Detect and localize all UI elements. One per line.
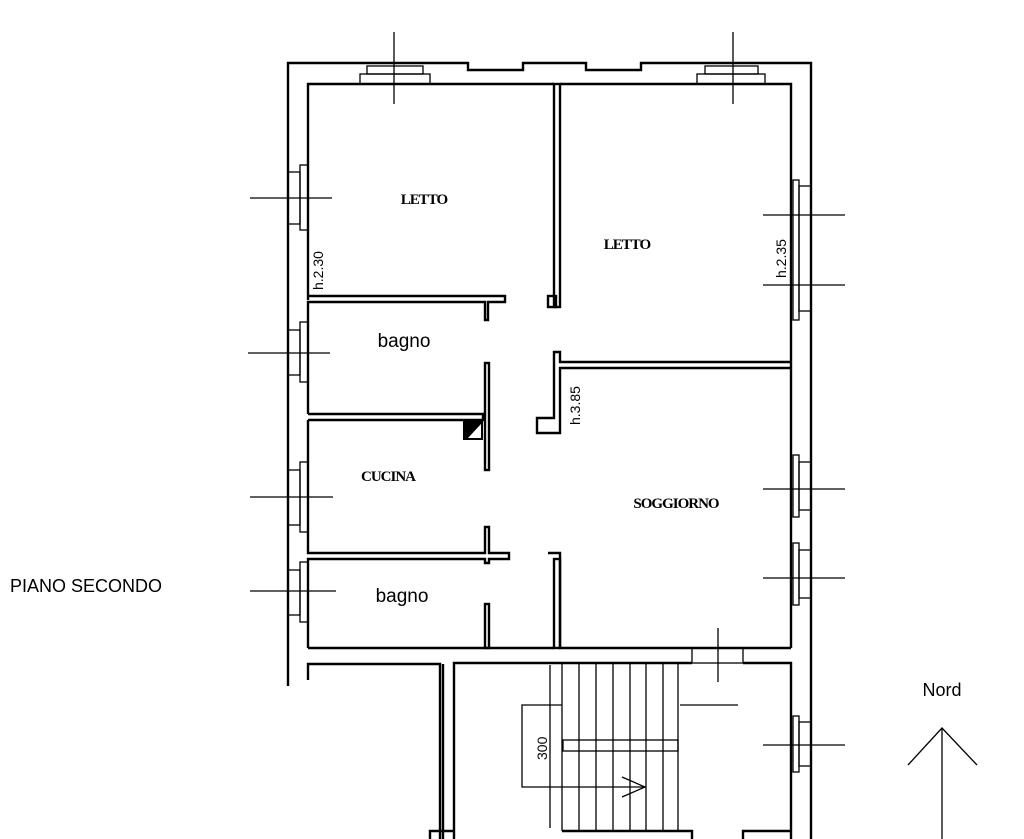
room-label-cucina: CUCINA <box>361 469 416 485</box>
north-label: Nord <box>922 680 961 700</box>
staircase <box>521 663 679 831</box>
height-label-soggiorno: h.3.85 <box>567 386 583 425</box>
floor-label: PIANO SECONDO <box>10 576 162 596</box>
room-label-letto-2: LETTO <box>604 237 651 253</box>
room-label-soggiorno: SOGGIORNO <box>633 496 719 512</box>
room-label-letto-1: LETTO <box>401 192 448 208</box>
height-label-letto-1: h.2.30 <box>310 251 326 290</box>
north-arrow <box>907 727 978 839</box>
height-label-letto-2: h.2.35 <box>773 239 789 278</box>
stair-dimension-label: 300 <box>534 736 550 760</box>
window-markers <box>248 32 845 746</box>
room-label-bagno-2: bagno <box>376 586 429 607</box>
room-label-bagno-1: bagno <box>378 331 431 352</box>
